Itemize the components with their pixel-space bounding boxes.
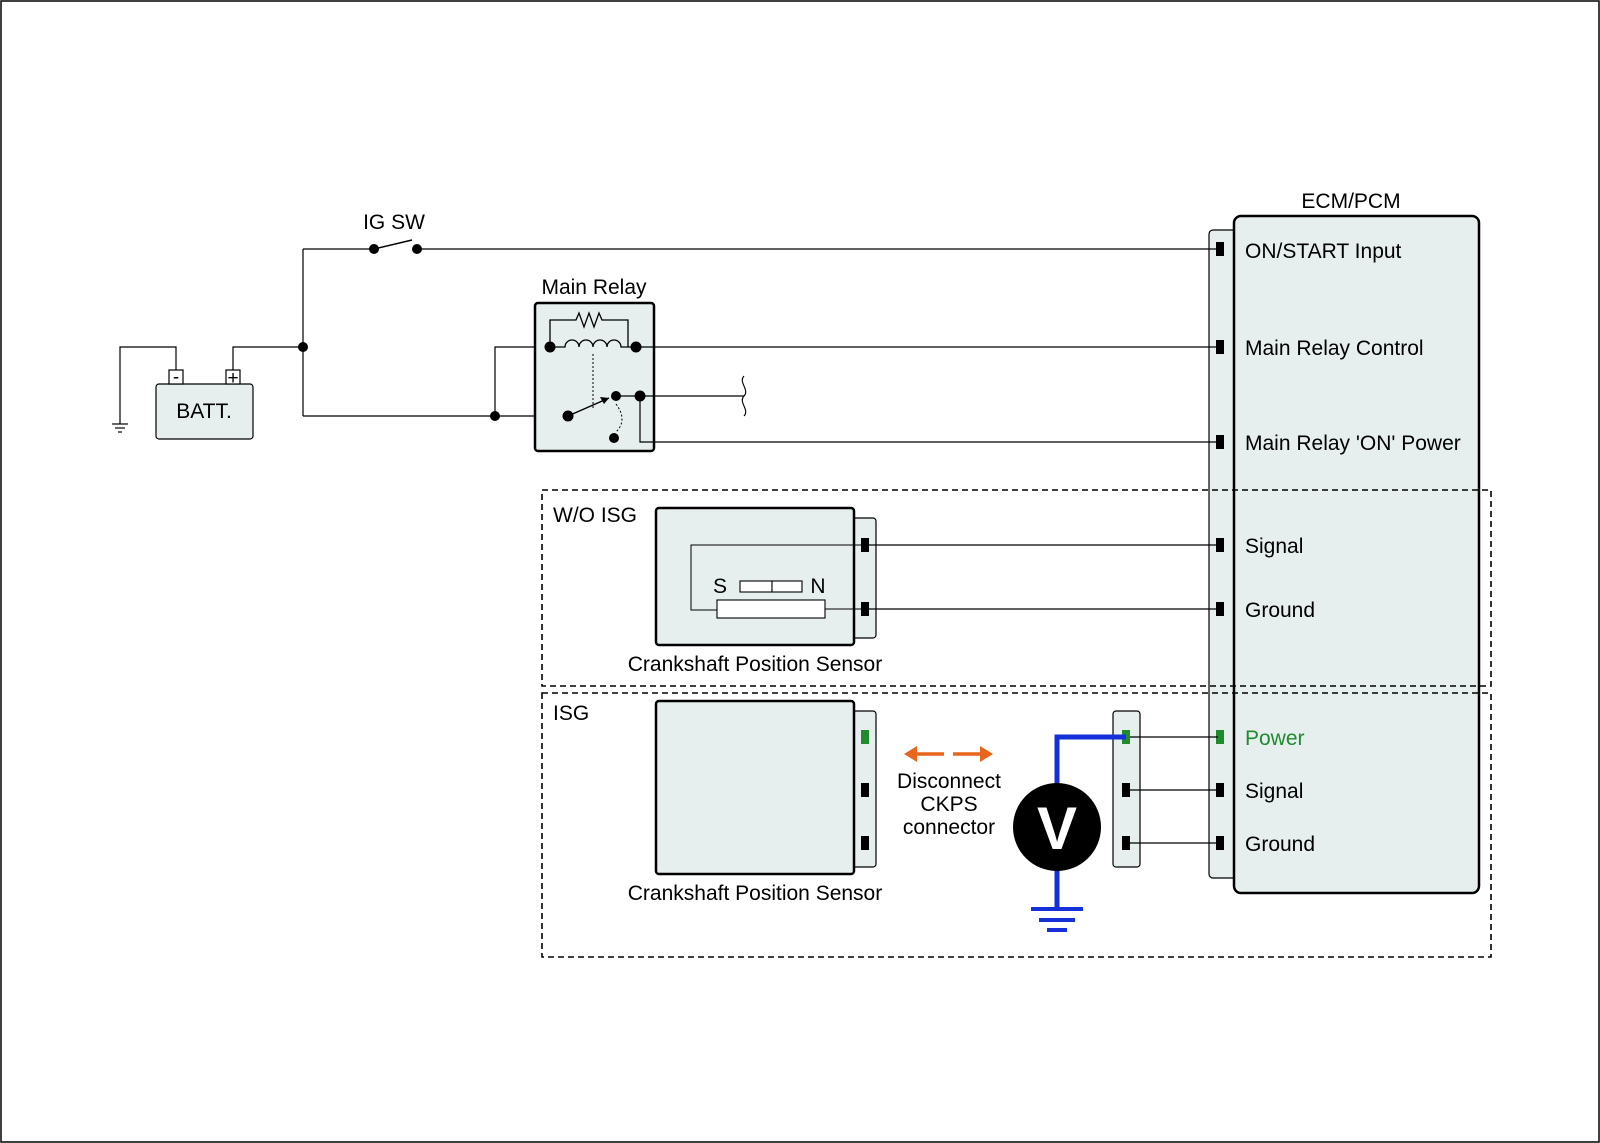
relay-coil-feed-wire [494,346,550,416]
magnet-icon [771,580,803,593]
pin-label-signal-2: Signal [1245,780,1303,803]
battery-plus-label: + [227,368,238,389]
section-wo-isg-label: W/O ISG [553,504,637,527]
disconnect-note-line1: Disconnect [897,770,1001,793]
disconnect-note-line2: CKPS [920,793,977,816]
pole-s-label: S [713,575,727,598]
pin-ground-1 [1216,602,1224,616]
pin-on-start [1216,242,1224,256]
ecm-title: ECM/PCM [1301,190,1400,213]
section-isg [541,692,1492,958]
ckps-internal-wire [690,544,865,611]
relay-coil-icon [550,339,636,348]
pin-signal-2 [1216,783,1224,797]
ecm-block: ECM/PCM ON/START Input Main Relay Contro… [1208,190,1481,895]
pole-n-label: N [810,575,825,598]
ckps-name-label: Crankshaft Position Sensor [628,653,882,676]
ckps-pin-signal [861,783,869,797]
section-isg-label: ISG [553,702,589,725]
meter-positive-lead [1054,734,1126,784]
main-relay-on-power-wire [639,396,1218,443]
wire-break-icon [741,375,747,417]
pin-main-relay-on-power [1216,435,1224,449]
disconnect-arrows-icon [904,746,993,762]
ckps-name-label: Crankshaft Position Sensor [628,882,882,905]
ig-sw-blade [373,239,413,250]
pin-power [1216,730,1224,744]
relay-resistor-icon [549,311,629,347]
main-relay: Main Relay [533,276,656,453]
ckps-sensor-wo-isg: S N Crankshaft Position Sensor [628,506,882,676]
pin-signal-1 [1216,538,1224,552]
pin-label-on-start: ON/START Input [1245,240,1402,263]
pin-ground-2 [1216,836,1224,850]
battery: - + BATT. [155,367,254,440]
voltmeter-icon [1013,783,1101,871]
pin-label-main-relay-on-power: Main Relay 'ON' Power [1245,432,1461,455]
meter-ground-icon [1031,907,1083,932]
voltmeter-label: V [1037,795,1077,862]
ecm-body [1232,214,1481,895]
ckps-pickup-coil [716,599,826,619]
harness-pin-ground [1122,836,1130,850]
pin-label-signal-1: Signal [1245,535,1303,558]
battery-minus-label: - [173,367,179,388]
ig-sw-label: IG SW [363,211,425,234]
relay-switch-travel [615,403,623,433]
pin-label-main-relay-control: Main Relay Control [1245,337,1424,360]
relay-switch-blade [567,397,610,417]
relay-label: Main Relay [541,276,647,299]
chassis-ground-icon [112,423,128,433]
pin-label-power: Power [1245,727,1305,750]
pin-main-relay-control [1216,340,1224,354]
magnet-icon [739,580,773,593]
battery-body [155,383,254,440]
battery-ground-wire [119,346,177,424]
ckps-pin-power [861,730,869,744]
relay-switch-contact-nc [609,433,619,443]
battery-positive-wire [232,346,303,370]
harness-pin-signal [1122,783,1130,797]
ckps-sensor-isg: Crankshaft Position Sensor [628,699,882,905]
junction-dot [298,342,308,352]
relay-switch-arrow [600,397,609,404]
pin-label-ground-2: Ground [1245,833,1315,856]
battery-label: BATT. [176,400,232,423]
section-wo-isg [541,489,1492,687]
disconnect-note-line3: connector [903,816,995,839]
ckps-pin-ground [861,836,869,850]
pin-label-ground-1: Ground [1245,599,1315,622]
ckps-body [654,699,856,876]
